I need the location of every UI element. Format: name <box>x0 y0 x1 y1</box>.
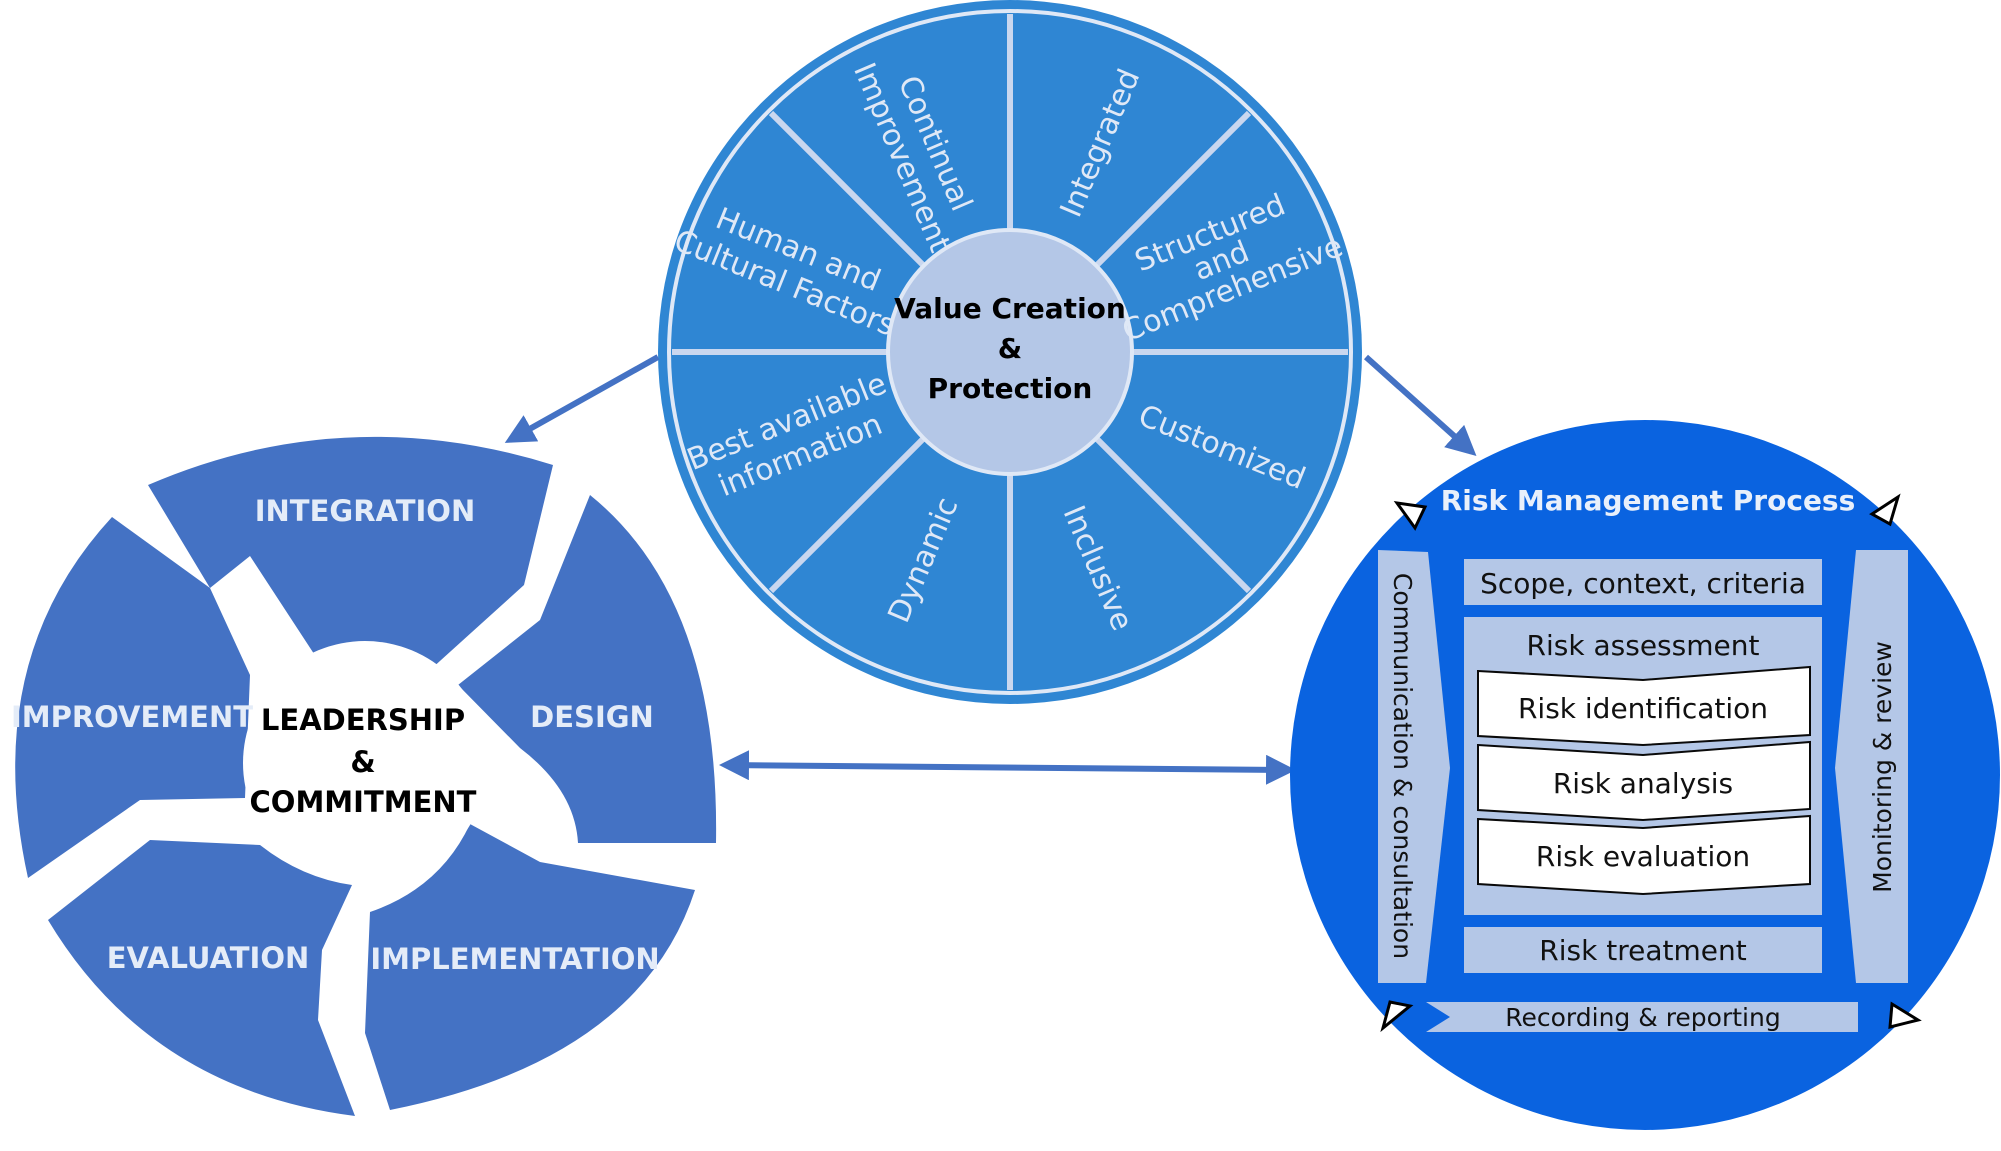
principles-wheel: Value Creation & Protection Integrated S… <box>658 0 1362 704</box>
assessment-steps <box>1477 665 1811 896</box>
recording-bar <box>1426 1002 1858 1032</box>
principles-center-line3: Protection <box>928 372 1093 405</box>
corner-triangle-top-left <box>1393 501 1428 531</box>
framework-improvement: IMPROVEMENT <box>11 700 253 734</box>
process-title: Risk Management Process <box>1441 484 1856 517</box>
analysis-label: Risk analysis <box>1553 767 1733 800</box>
segment-integration <box>148 436 553 670</box>
analysis-box <box>1477 740 1811 822</box>
framework-segments <box>15 436 717 1116</box>
segment-implementation <box>365 824 695 1110</box>
framework-center-line1: LEADERSHIP <box>261 703 465 737</box>
principles-center-line1: Value Creation <box>894 292 1126 325</box>
corner-markers <box>1380 493 1922 1033</box>
segment-evaluation <box>48 840 355 1116</box>
arrow-principles-to-framework <box>504 354 660 443</box>
evaluation-label: Risk evaluation <box>1536 840 1750 873</box>
principles-center <box>886 228 1134 476</box>
scope-label: Scope, context, criteria <box>1480 567 1806 600</box>
framework-design: DESIGN <box>530 700 654 734</box>
framework-wheel: LEADERSHIP & COMMITMENT INTEGRATION DESI… <box>11 436 717 1116</box>
identification-box <box>1477 665 1811 747</box>
treatment-box <box>1464 927 1822 973</box>
framework-integration: INTEGRATION <box>255 494 475 528</box>
segment-improvement <box>15 517 251 878</box>
framework-center-line2: & <box>350 745 375 779</box>
principles-center-line2: & <box>998 332 1022 365</box>
evaluation-box <box>1477 814 1811 896</box>
treatment-label: Risk treatment <box>1539 934 1746 967</box>
communication-label: Communication & consultation <box>1388 573 1417 959</box>
recording-label: Recording & reporting <box>1505 1003 1780 1032</box>
corner-triangle-top-right <box>1869 493 1901 527</box>
corner-triangle-bottom-left <box>1380 1000 1414 1033</box>
monitoring-bar <box>1835 550 1908 983</box>
framework-implementation: IMPLEMENTATION <box>370 942 659 976</box>
monitoring-label: Monitoring & review <box>1868 641 1897 893</box>
identification-label: Risk identification <box>1518 692 1768 725</box>
communication-bar <box>1378 550 1450 983</box>
arrow-framework-process <box>719 750 1296 785</box>
scope-box <box>1464 559 1822 605</box>
process-wheel: Risk Management Process Communication & … <box>1290 420 2000 1130</box>
arrow-principles-to-process <box>1363 354 1477 457</box>
framework-center-line3: COMMITMENT <box>250 785 477 819</box>
assessment-label: Risk assessment <box>1527 629 1760 662</box>
framework-evaluation: EVALUATION <box>107 941 310 975</box>
connectors <box>504 354 1477 785</box>
segment-design <box>458 495 717 843</box>
framework-center <box>243 641 487 885</box>
corner-triangle-bottom-right <box>1888 1001 1922 1029</box>
principles-ring-border <box>667 9 1353 695</box>
